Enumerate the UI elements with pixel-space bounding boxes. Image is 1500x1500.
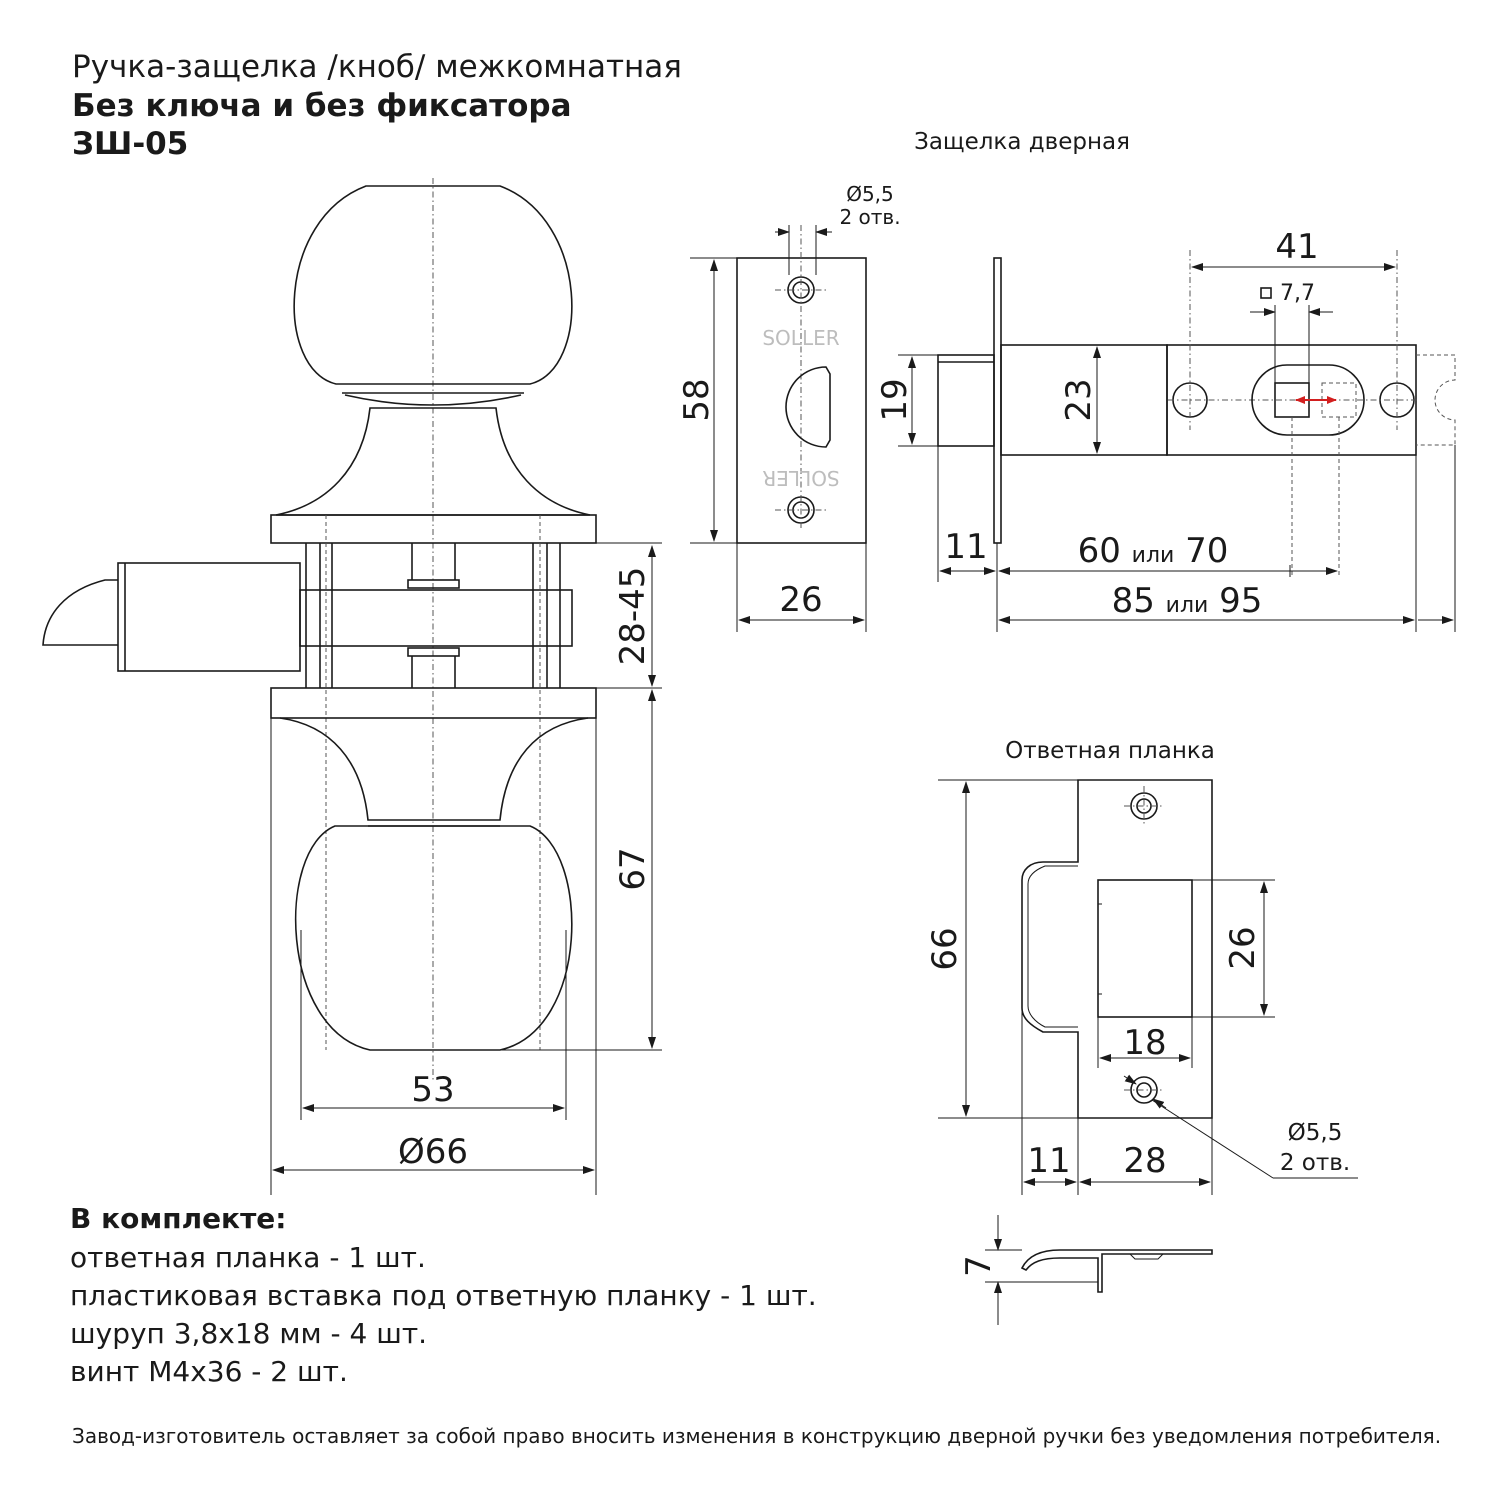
kit-heading: В комплекте:	[70, 1202, 287, 1235]
kit-item: винт М4х36 - 2 шт.	[70, 1355, 348, 1388]
strike-profile	[1020, 1249, 1213, 1293]
dim-strike-depth-label: 7	[959, 1255, 999, 1277]
dim-door-thickness-label: 28-45	[613, 567, 653, 666]
soller-logo: SOLLER	[762, 326, 839, 350]
dim-square-label: 7,7	[1280, 281, 1315, 306]
latch-face-side	[993, 257, 1002, 544]
dim-41-label: 41	[1275, 227, 1318, 267]
latch-housing	[299, 589, 573, 647]
product-subtitle: Без ключа и без фиксатора	[72, 88, 572, 124]
dim-face-width-label: 26	[779, 580, 822, 620]
footer-disclaimer: Завод-изготовитель оставляет за собой пр…	[72, 1424, 1442, 1448]
kit-item: пластиковая вставка под ответную планку …	[70, 1279, 817, 1312]
product-model: ЗШ-05	[72, 126, 189, 162]
latch-side-drawing	[898, 250, 1456, 632]
dim-rose-dia-label: Ø66	[398, 1132, 468, 1172]
strike-label: Ответная планка	[1005, 738, 1215, 764]
kit-item: ответная планка - 1 шт.	[70, 1241, 426, 1274]
dim-strike-lip-label: 11	[1027, 1141, 1070, 1181]
latch-bolt-side	[937, 354, 995, 447]
dim-face-height-label: 58	[677, 378, 717, 421]
dim-length-label: 85 или 95	[1112, 581, 1263, 621]
latch-bolt	[42, 579, 118, 646]
faceplate-drawing: SOLLER SOLLER	[690, 225, 867, 632]
strike-side-drawing	[985, 1249, 1213, 1293]
strike-plate-drawing	[938, 779, 1358, 1195]
strike-hole-count: 2 отв.	[1280, 1150, 1350, 1176]
kit-item: шуруп 3,8х18 мм - 4 шт.	[70, 1317, 428, 1350]
dim-opening-height-label: 26	[1223, 926, 1263, 969]
knob-neck-bottom	[279, 717, 589, 821]
dim-strike-width-label: 28	[1123, 1141, 1166, 1181]
strike-opening	[1097, 879, 1193, 1018]
rose-top	[270, 514, 597, 544]
latch-label: Защелка дверная	[914, 129, 1130, 155]
knob-ball-top	[293, 185, 573, 385]
dim-23-label: 23	[1059, 378, 1099, 421]
latch-body	[117, 562, 301, 672]
spindle-slot	[1251, 364, 1365, 436]
faceplate-hole-dia: Ø5,5	[846, 182, 894, 206]
dim-knob-dia-label: 53	[411, 1070, 454, 1110]
strike-plate	[1021, 779, 1213, 1119]
dim-backset-label: 60 или 70	[1078, 531, 1229, 571]
soller-logo-flipped: SOLLER	[762, 466, 839, 490]
product-title: Ручка-защелка /кноб/ межкомнатная	[72, 49, 682, 85]
knob-drawing	[42, 178, 662, 1195]
faceplate-bolt-hole	[785, 366, 831, 448]
dim-11-label: 11	[944, 527, 987, 567]
knob-ball-bottom	[294, 825, 573, 1051]
faceplate-hole-count: 2 отв.	[839, 205, 900, 229]
square-icon	[1260, 287, 1272, 299]
dim-opening-width-label: 18	[1123, 1023, 1166, 1063]
strike-hole-dia: Ø5,5	[1288, 1120, 1343, 1146]
dim-19-label: 19	[875, 378, 915, 421]
dim-strike-height-label: 66	[925, 927, 965, 970]
rose-bottom	[270, 687, 597, 719]
dim-knob-projection-label: 67	[613, 847, 653, 890]
